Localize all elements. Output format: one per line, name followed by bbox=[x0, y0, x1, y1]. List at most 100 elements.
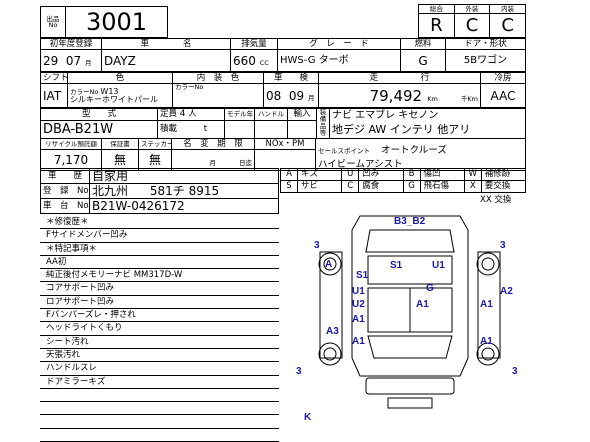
color-name: シルキーホワイトパール bbox=[70, 94, 158, 104]
note-line: ドアミラーキズ bbox=[40, 376, 279, 389]
cc-label: 排気量 bbox=[230, 38, 278, 50]
equip-line2: 地デジ AW インテリ 他アリ bbox=[332, 123, 471, 137]
note-line: 純正後付メモリーナビ MM317D-W bbox=[40, 269, 279, 283]
recycle-label: リサイクル預託額 bbox=[40, 138, 102, 150]
hood-outline bbox=[367, 255, 453, 285]
mileage-unit: Km bbox=[427, 94, 438, 103]
score-label: 総合 bbox=[418, 4, 455, 14]
note-line: ロアサポート凹み bbox=[40, 296, 279, 310]
plate-city: 北九州 bbox=[92, 184, 129, 198]
legend-r1-b: U bbox=[341, 168, 360, 181]
mark-front-u1: U1 bbox=[352, 286, 365, 297]
reg-year: 29 bbox=[43, 53, 59, 68]
mark-wheel-rr: 3 bbox=[500, 240, 506, 251]
plate-label: 登 録 No bbox=[40, 183, 90, 199]
inspect-label: 車 検 bbox=[263, 72, 319, 84]
plate-number: 581チ 8915 bbox=[149, 184, 220, 198]
chassis-value: B21W-0426172 bbox=[89, 198, 279, 214]
cc-value: 660 bbox=[233, 53, 256, 68]
legend-r2-d-t: 要交換 bbox=[480, 180, 527, 193]
equip-line1: ナビ エマブレ キセノン bbox=[332, 110, 439, 122]
legend-r2-c: G bbox=[402, 180, 421, 193]
mark-hood-u1: U1 bbox=[432, 260, 445, 271]
inspect-year: 08 bbox=[266, 88, 282, 103]
model-value: DBA-B21W bbox=[40, 120, 158, 139]
note-line bbox=[40, 402, 279, 416]
note-line: 天張汚れ bbox=[40, 349, 279, 363]
mark-wheel-lr: 3 bbox=[314, 240, 320, 251]
load-unit: t bbox=[203, 124, 208, 135]
note-line bbox=[40, 389, 279, 403]
row-recycle: リサイクル預託額 保証書 ステッカー 名 変 期 限 NOx・PM セールスポイ… bbox=[40, 138, 526, 171]
lot-box: 出品 No 3001 bbox=[40, 6, 168, 38]
note-line bbox=[40, 415, 279, 429]
note-line: ＊特記事項＊ bbox=[40, 243, 279, 256]
history-value: 自家用 bbox=[89, 168, 279, 184]
color-value: カラーNo W13 シルキーホワイトパール bbox=[67, 83, 173, 108]
legend-r1-a-t: キズ bbox=[296, 168, 343, 181]
mileage-label: 走 行 bbox=[318, 72, 481, 84]
name-label: 車 名 bbox=[101, 38, 231, 50]
left-side-outline bbox=[319, 251, 343, 359]
recycle-value: 7,170 bbox=[40, 149, 102, 171]
reg-month-unit: 月 bbox=[85, 58, 92, 67]
note-line: Fサイドメンバー凹み bbox=[40, 229, 279, 243]
mark-hood-s1: S1 bbox=[390, 260, 403, 271]
equip-label: 装備品等 bbox=[316, 108, 330, 139]
lot-number: 3001 bbox=[65, 6, 168, 38]
name-change-label: 名 変 期 限 bbox=[171, 138, 255, 150]
legend-r2-d: X bbox=[463, 180, 482, 193]
shift-value: IAT bbox=[40, 83, 68, 108]
notes-list: ＊修復歴＊Fサイドメンバー凹み＊特記事項＊AA初純正後付メモリーナビ MM317… bbox=[40, 216, 279, 442]
legend-r1-c-t: 傷凹 bbox=[419, 168, 465, 181]
legend-r3-d-t: 交換 bbox=[494, 195, 512, 205]
roof-outline bbox=[365, 229, 455, 253]
seats-value: 4 bbox=[179, 109, 186, 119]
wheel-right-rear bbox=[476, 252, 500, 276]
legend-r1-c: B bbox=[402, 168, 421, 181]
mark-front-a1-low: A1 bbox=[352, 336, 365, 347]
load-cell: 積載 t bbox=[157, 120, 225, 139]
legend-r2-a: S bbox=[280, 180, 298, 193]
mark-a2: A2 bbox=[500, 286, 513, 297]
row-color-mileage: シフト 色 内 装 色 車 検 走 行 冷房 IAT カラーNo W13 シルキ… bbox=[40, 72, 526, 108]
name-change-unit2: 日迄 bbox=[239, 158, 252, 167]
seats-unit: 人 bbox=[188, 109, 197, 119]
mark-front-a1-center: A1 bbox=[416, 299, 429, 310]
damage-legend: A キズ U 凹み B 傷凹 W 補修跡 S サビ C 腐食 G 飛石傷 X 要… bbox=[280, 168, 527, 193]
lot-label-top: 出品 bbox=[46, 14, 60, 23]
color-label: 色 bbox=[67, 72, 173, 84]
nox-label: NOx・PM bbox=[254, 138, 316, 150]
mark-front-a1-far: A1 bbox=[352, 314, 365, 325]
score-interior: C bbox=[489, 13, 526, 38]
note-line: ハンドルスレ bbox=[40, 362, 279, 376]
mark-wheel-lf: 3 bbox=[296, 366, 302, 377]
mark-front-a1-right: A1 bbox=[480, 299, 493, 310]
mark-fender-left: A bbox=[325, 259, 332, 270]
score-label-int: 内装 bbox=[489, 4, 526, 14]
legend-r3: XX 交換 bbox=[480, 193, 511, 205]
handle-label: ハンドル bbox=[254, 108, 288, 121]
mark-front-a1-low2: A1 bbox=[480, 336, 493, 347]
mark-wheel-rf: 3 bbox=[512, 366, 518, 377]
year-model-label: モデル年 bbox=[224, 108, 255, 121]
selling2: ハイビームアシスト bbox=[318, 159, 403, 170]
ac-label: 冷房 bbox=[480, 72, 526, 84]
lot-label-bottom: No bbox=[48, 21, 58, 29]
history-box: 車 歴 自家用 登 録 No 北九州 581チ 8915 車 台 No B21W… bbox=[40, 168, 279, 214]
sticker-value: 無 bbox=[138, 149, 172, 171]
inspect-month: 09 bbox=[288, 88, 305, 103]
legend-r1-d: W bbox=[463, 168, 482, 181]
load-label: 積載 bbox=[160, 124, 178, 135]
score-label-ext: 外装 bbox=[453, 4, 491, 14]
mileage-value: 79,492 Km 千Km bbox=[318, 83, 481, 108]
row-model-equip: 型 式 定員 4 人 モデル年 ハンドル 輸入 装備品等 ナビ エマブレ キセノ… bbox=[40, 108, 526, 139]
row-registration: 初年度登録 車 名 排気量 グ レ ー ド 燃料 ドア・形状 29 07 月 D… bbox=[40, 38, 526, 72]
shift-label: シフト bbox=[40, 72, 68, 84]
int-color-label: 内 装 色 bbox=[172, 72, 264, 84]
note-line: シート汚れ bbox=[40, 336, 279, 349]
selling1: オートクルーズ bbox=[381, 145, 447, 156]
name-change-value: 月 日迄 bbox=[171, 149, 255, 171]
note-line: コアサポート凹み bbox=[40, 282, 279, 296]
wheel-left-front bbox=[318, 342, 342, 366]
